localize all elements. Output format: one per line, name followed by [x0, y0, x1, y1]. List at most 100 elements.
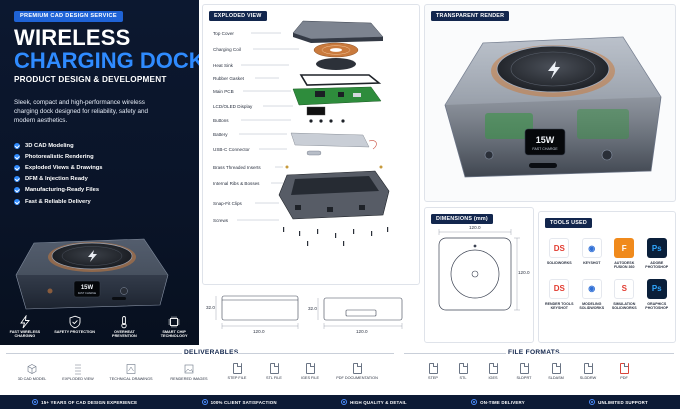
tool-item: ◉MODELING SOLIDWORKS [576, 278, 609, 311]
pdf-doc-icon [352, 363, 362, 374]
footer-item: UNLIMITED SUPPORT [589, 399, 648, 405]
keyshot-icon: ◉ [581, 238, 602, 258]
deliverable-item: RENDERED IMAGES [160, 363, 218, 381]
shield-icon [69, 315, 81, 329]
file-formats-list: STEP STL IGES SLDPRT SLDASM SLDDRW PDF [418, 363, 644, 380]
file-icon [583, 363, 593, 374]
hero-description: Sleek, compact and high-performance wire… [14, 99, 148, 124]
part-label: USB-C Connector [213, 147, 250, 152]
dimension-width: 120.0 [469, 225, 481, 230]
part-label: Top Cover [213, 31, 234, 36]
check-icon [14, 198, 20, 205]
file-format-item: SLDDRW [572, 363, 604, 380]
feature-icon-fast-charging: FAST WIRELESS CHARGING [3, 315, 47, 339]
feature-icon-safety: SAFETY PROTECTION [53, 315, 97, 339]
feature-item: Fast & Reliable Delivery [14, 196, 103, 207]
feature-item: Exploded Views & Drawings [14, 162, 103, 173]
bolt-icon [88, 250, 97, 262]
transparent-render-tag: TRANSPARENT RENDER [431, 11, 510, 21]
lightning-icon [20, 315, 30, 329]
image-icon [184, 364, 194, 374]
solidworks-icon: DS [549, 238, 570, 258]
feature-icon-overheat: OVERHEAT PREVENTION [102, 315, 146, 339]
check-icon [14, 142, 20, 149]
deliverable-item: STL FILE [256, 363, 292, 381]
transparent-dock-render: 15W FAST CHARGE [444, 36, 662, 178]
part-label: Internal Ribs & Bosses [213, 181, 260, 186]
hero-feature-icons: FAST WIRELESS CHARGING SAFETY PROTECTION… [0, 315, 199, 339]
side-width-dimension: 120.0 [356, 329, 368, 334]
file-format-item: SLDASM [540, 363, 572, 380]
part-label: Main PCB [213, 89, 234, 94]
dimensions-panel: DIMENSIONS (mm) 120.0 120.0 [424, 207, 534, 343]
exploded-assembly-illustration [237, 20, 390, 246]
feature-icon-smart-chip: SMART CHIP TECHNOLOGY [152, 315, 196, 339]
part-label: Charging Coil [213, 47, 241, 52]
part-label: Rubber Gasket [213, 76, 244, 81]
deliverable-item: IGES FILE [292, 363, 328, 381]
display-screen [73, 280, 101, 298]
file-icon [551, 363, 561, 374]
orthographic-drawing [215, 295, 403, 329]
part-label: Battery [213, 132, 228, 137]
chip-icon [168, 316, 180, 328]
render-display-screen [524, 128, 566, 156]
file-icon [428, 363, 438, 374]
deliverable-item: TECHNICAL DRAWINGS [102, 363, 160, 381]
footer-item: ON-TIME DELIVERY [471, 399, 525, 405]
pdf-file-icon [619, 363, 629, 374]
footer-item: 100% CLIENT SATISFACTION [201, 399, 277, 405]
deliverable-item: EXPLODED VIEW [54, 363, 102, 381]
step-file-icon [232, 363, 242, 374]
hero-subtitle: PRODUCT DESIGN & DEVELOPMENT [14, 75, 167, 84]
footer-item: 15+ YEARS OF CAD DESIGN EXPERIENCE [32, 399, 137, 405]
deliverable-item: PDF DOCUMENTATION [328, 363, 386, 381]
footer-item: HIGH QUALITY & DETAIL [341, 399, 407, 405]
render-display-caption: FAST CHARGE [532, 147, 558, 151]
dimensions-tag: DIMENSIONS (mm) [431, 214, 493, 224]
feature-list: 3D CAD Modeling Photorealistic Rendering… [14, 140, 103, 207]
stl-file-icon [269, 363, 279, 374]
charging-dock-illustration: 15W FAST CHARGE [15, 238, 169, 310]
modeling-icon: ◉ [581, 278, 602, 299]
badge-icon [471, 399, 478, 405]
file-formats-title: FILE FORMATS [508, 349, 560, 356]
drawing-icon [126, 364, 136, 374]
check-icon [14, 164, 20, 171]
file-icon [519, 363, 529, 374]
simulation-icon: S [614, 278, 635, 299]
file-format-item: STEP [418, 363, 448, 380]
tools-used-tag: TOOLS USED [545, 218, 592, 228]
transparent-render-panel: TRANSPARENT RENDER 15W FAST CHARGE [424, 4, 676, 202]
check-icon [14, 187, 20, 194]
part-label: Buttons [213, 118, 229, 123]
footer-bar: 15+ YEARS OF CAD DESIGN EXPERIENCE 100% … [0, 395, 680, 409]
file-format-item: PDF [604, 363, 644, 380]
graphics-icon: Ps [646, 278, 667, 299]
service-badge: PREMIUM CAD DESIGN SERVICE [14, 11, 123, 22]
badge-icon [589, 399, 596, 405]
check-icon [14, 176, 20, 183]
part-label: Heat Sink [213, 63, 233, 68]
part-label: Snap-Fit Clips [213, 201, 242, 206]
deliverables-title: DELIVERABLES [184, 349, 239, 356]
top-view-drawing [438, 229, 520, 311]
file-format-item: STL [448, 363, 478, 380]
cube-icon [27, 364, 37, 374]
display-wattage: 15W [81, 285, 94, 291]
part-label: Screws [213, 218, 229, 223]
bolt-icon [548, 61, 560, 79]
feature-item: Photorealistic Rendering [14, 151, 103, 162]
exploded-view-tag: EXPLODED VIEW [209, 11, 267, 21]
feature-item: DFM & Injection Ready [14, 174, 103, 185]
part-label: LCD/OLED Display [213, 104, 253, 109]
fusion-icon: F [614, 238, 635, 258]
feature-item: 3D CAD Modeling [14, 140, 103, 151]
